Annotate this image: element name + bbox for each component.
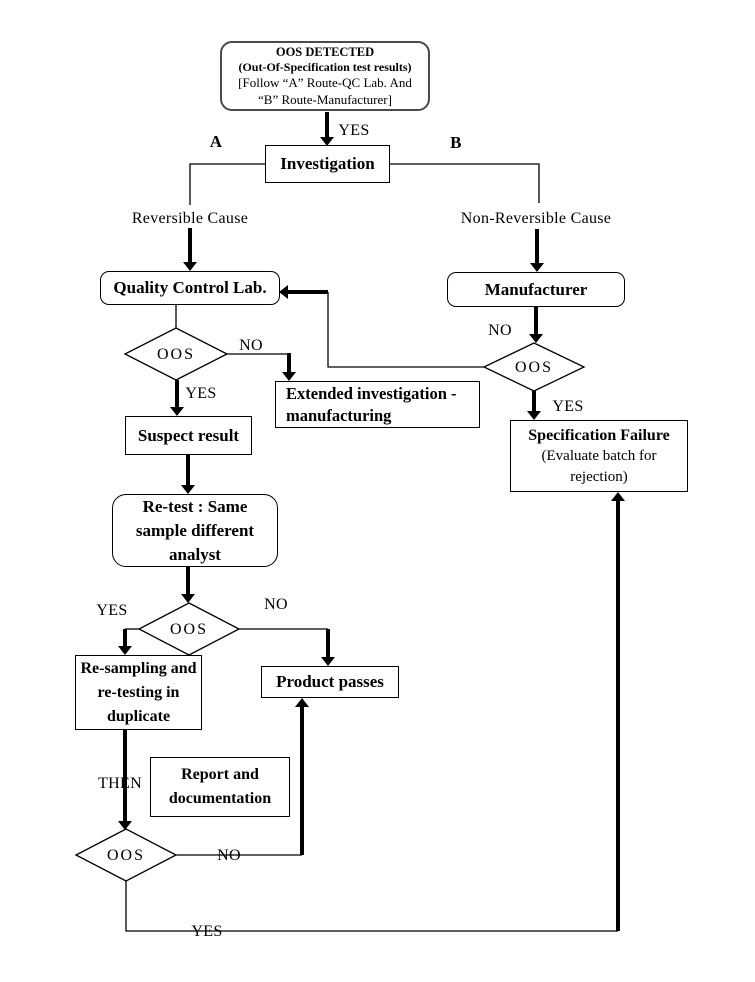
retest-box: Re-test : Same sample different analyst (112, 494, 278, 567)
label-oos-qc: OOS (156, 346, 196, 363)
arrowhead-suspect-retest (181, 485, 195, 494)
start-route-note: [Follow “A” Route-QC Lab. And “B” Route-… (238, 74, 412, 107)
arrowhead-feedback-qc (279, 285, 288, 299)
arrowhead-no3-up (295, 698, 309, 707)
arrowhead-yes-suspect (170, 407, 184, 416)
edge-route-b (390, 163, 540, 203)
label-non-reversible-cause: Non-Reversible Cause (460, 210, 612, 227)
suspect-result-box: Suspect result (125, 416, 252, 455)
resampling-box: Re-sampling and re-testing in duplicate (75, 655, 202, 730)
label-oos-retest: OOS (169, 621, 209, 638)
label-no-retest-oos: NO (264, 596, 288, 613)
label-no-final-oos: NO (217, 847, 241, 864)
manufacturer-label: Manufacturer (484, 279, 588, 299)
label-yes-top: YES (338, 122, 370, 139)
specification-failure-title: Specification Failure (528, 426, 670, 444)
investigation-label: Investigation (280, 154, 375, 173)
label-oos-final: OOS (106, 847, 146, 864)
label-route-b: B (450, 133, 462, 152)
arrowhead-retest-oos2 (181, 594, 195, 603)
quality-control-lab-box: Quality Control Lab. (100, 271, 280, 305)
suspect-result-label: Suspect result (137, 425, 240, 445)
specification-failure-subtitle: (Evaluate batch for rejection) (541, 447, 657, 485)
oos-diamond-final (74, 828, 178, 882)
label-yes-final-oos: YES (191, 923, 223, 940)
label-yes-mfr-oos: YES (552, 398, 584, 415)
edge-route-a (189, 163, 265, 205)
label-route-a: A (209, 132, 223, 151)
arrowhead-yes-specfailure (527, 411, 541, 420)
extended-investigation-label: Extended investigation - manufacturing (286, 383, 457, 425)
manufacturer-box: Manufacturer (447, 272, 625, 307)
report-documentation-label: Report and documentation (168, 766, 272, 807)
extended-investigation-box: Extended investigation - manufacturing (275, 381, 480, 428)
arrowhead-no-extended (282, 372, 296, 381)
product-passes-box: Product passes (261, 666, 399, 698)
arrowhead-reversible-qc (183, 262, 197, 271)
label-no-mfr-oos: NO (488, 322, 512, 339)
label-oos-mfr: OOS (514, 359, 554, 376)
label-no-qc-oos: NO (239, 337, 263, 354)
report-documentation-box: Report and documentation (150, 757, 290, 817)
edge-oos3-yes-path (125, 881, 618, 932)
label-yes-qc-oos: YES (185, 385, 217, 402)
quality-control-lab-label: Quality Control Lab. (113, 278, 267, 297)
arrowhead-mfr-oosr (529, 334, 543, 343)
label-yes-retest-oos: YES (96, 602, 128, 619)
start-subtitle: (Out-Of-Specification test results) (238, 59, 412, 74)
arrowhead-nonreversible-mfr (530, 263, 544, 272)
oos-diamond-qc (123, 327, 229, 381)
retest-label: Re-test : Same sample different analyst (135, 496, 255, 564)
start-box: OOS DETECTED (Out-Of-Specification test … (220, 41, 430, 111)
specification-failure-box: Specification Failure (Evaluate batch fo… (510, 420, 688, 492)
label-reversible-cause: Reversible Cause (131, 210, 249, 227)
edge-oosr-no-feedback (327, 292, 484, 368)
arrowhead-yes-resampling (118, 646, 132, 655)
arrowhead-no-productpasses (321, 657, 335, 666)
product-passes-label: Product passes (276, 672, 384, 691)
arrowhead-then-oos3 (118, 821, 132, 830)
arrowhead-start-investigation (320, 137, 334, 146)
oos-diamond-mfr (482, 342, 586, 392)
resampling-label: Re-sampling and re-testing in duplicate (80, 659, 197, 725)
investigation-box: Investigation (265, 145, 390, 183)
arrowhead-yes3-up (611, 492, 625, 501)
start-title: OOS DETECTED (275, 44, 375, 59)
label-then: THEN (98, 775, 142, 792)
